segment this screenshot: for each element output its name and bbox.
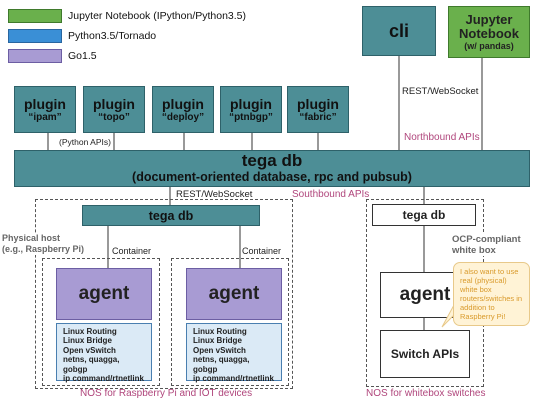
plugin-deploy-name: “deploy” (161, 111, 205, 123)
container-1 (42, 258, 160, 386)
legend: Jupyter Notebook (IPython/Python3.5) Pyt… (8, 8, 246, 64)
physical-host-label: Physical host (e.g., Raspberry Pi) (2, 233, 85, 255)
switch-apis-box: Switch APIs (380, 330, 470, 378)
stack-1-line-3: Open vSwitch (63, 345, 116, 355)
plugin-fabric: plugin “fabric” (287, 86, 349, 133)
jupyter-line-3: (w/ pandas) (464, 40, 514, 51)
plugin-fabric-title: plugin (297, 95, 339, 112)
legend-item-jupyter: Jupyter Notebook (IPython/Python3.5) (8, 8, 246, 24)
whitebox-nos-label: NOS for whitebox switches (366, 388, 486, 399)
legend-label-jupyter: Jupyter Notebook (IPython/Python3.5) (68, 10, 247, 22)
plugin-topo-title: plugin (93, 95, 135, 112)
stack-1-line-2: Linux Bridge (63, 336, 112, 346)
container-2 (171, 258, 289, 386)
legend-swatch-jupyter (8, 9, 62, 23)
stack-2-line-4: netns, quagga, gobgp (193, 355, 250, 374)
plugin-ipam-title: plugin (24, 95, 66, 112)
plugin-ptnbgp-name: “ptnbgp” (229, 111, 273, 123)
plugin-ptnbgp: plugin “ptnbgp” (220, 86, 282, 133)
whitebox-tega-db: tega db (372, 204, 476, 226)
plugin-ptnbgp-title: plugin (230, 95, 272, 112)
northbound-apis-label: Northbound APIs (404, 132, 480, 143)
legend-item-python: Python3.5/Tornado (8, 28, 246, 44)
linux-stack-2: Linux Routing Linux Bridge Open vSwitch … (186, 323, 282, 384)
ocp-label: OCP-compliant white box (452, 234, 521, 256)
main-tega-db-title: tega db (241, 151, 303, 170)
container-1-label: Container (112, 246, 152, 256)
ocp-line-2: white box (452, 245, 496, 256)
plugin-deploy-title: plugin (162, 95, 204, 112)
callout-note: I also want to use real (physical) white… (453, 262, 530, 326)
rest-websocket-label-top: REST/WebSocket (402, 86, 479, 97)
agent-2-label: agent (208, 283, 260, 304)
whitebox-agent-label: agent (399, 284, 451, 305)
legend-label-go: Go1.5 (68, 50, 97, 62)
agent-1: agent (56, 268, 152, 320)
cli-label: cli (388, 20, 409, 41)
stack-1-line-1: Linux Routing (63, 327, 117, 336)
main-tega-db: tega db (document-oriented database, rpc… (14, 150, 530, 187)
physical-host-line-2: (e.g., Raspberry Pi) (2, 244, 85, 254)
agent-1-label: agent (78, 283, 130, 304)
physical-host-region (35, 199, 293, 389)
rest-websocket-label-bottom: REST/WebSocket (176, 189, 253, 200)
rpi-tega-db: tega db (82, 205, 260, 226)
plugin-deploy: plugin “deploy” (152, 86, 214, 133)
rpi-tega-db-label: tega db (148, 208, 194, 223)
legend-item-go: Go1.5 (8, 48, 246, 64)
stack-2-line-5: ip command/rtnetlink (193, 374, 274, 384)
legend-swatch-go (8, 49, 62, 63)
main-tega-db-subtitle: (document-oriented database, rpc and pub… (132, 170, 412, 184)
stack-1-line-5: ip command/rtnetlink (63, 374, 144, 384)
legend-label-python: Python3.5/Tornado (68, 30, 157, 42)
whitebox-tega-db-label: tega db (402, 208, 446, 222)
agent-2: agent (186, 268, 282, 320)
plugin-ipam: plugin “ipam” (14, 86, 76, 133)
plugin-topo-name: “topo” (98, 111, 130, 123)
southbound-apis-label: Southbound APIs (292, 189, 370, 200)
legend-swatch-python (8, 29, 62, 43)
jupyter-line-2: Notebook (459, 25, 519, 41)
jupyter-line-1: Jupyter (465, 11, 513, 27)
plugin-ipam-name: “ipam” (28, 111, 62, 123)
stack-1-line-4: netns, quagga, gobgp (63, 355, 120, 374)
linux-stack-1: Linux Routing Linux Bridge Open vSwitch … (56, 323, 152, 384)
cli-box: cli (362, 6, 436, 56)
plugin-topo: plugin “topo” (83, 86, 145, 133)
stack-2-line-1: Linux Routing (193, 327, 247, 336)
stack-2-line-3: Open vSwitch (193, 345, 246, 355)
plugin-fabric-name: “fabric” (299, 111, 337, 123)
physical-host-line-1: Physical host (2, 233, 61, 243)
container-2-label: Container (242, 246, 282, 256)
python-apis-label: (Python APIs) (58, 137, 112, 147)
ocp-line-1: OCP-compliant (452, 234, 521, 245)
stack-2-line-2: Linux Bridge (193, 336, 242, 346)
switch-apis-label: Switch APIs (390, 347, 460, 361)
jupyter-notebook-box: Jupyter Notebook (w/ pandas) (448, 6, 530, 58)
rpi-nos-label: NOS for Raspberry Pi and IOT devices (80, 388, 253, 399)
